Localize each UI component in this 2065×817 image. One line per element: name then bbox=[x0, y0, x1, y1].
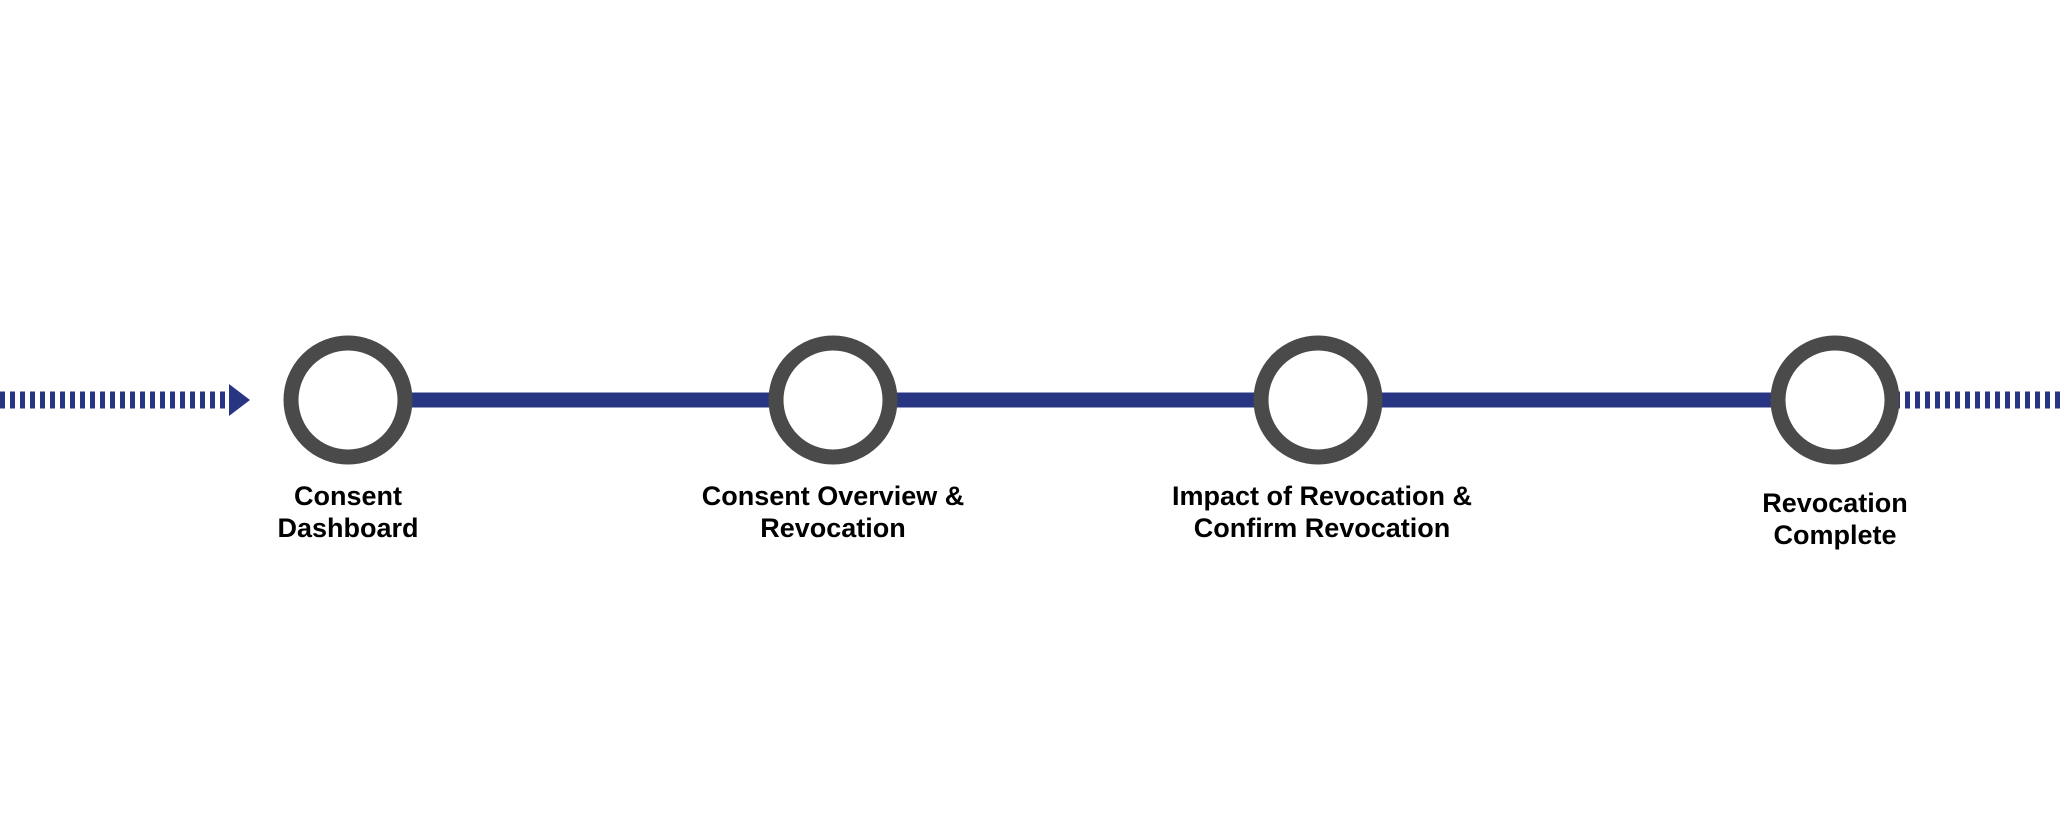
step-label-line1: Impact of Revocation & bbox=[1171, 481, 1473, 511]
step-node-1 bbox=[283, 335, 413, 465]
step-label-line2: Dashboard bbox=[277, 513, 419, 543]
step-node-2 bbox=[768, 335, 898, 465]
step-label-consent-overview: Consent Overview & Revocation bbox=[702, 480, 965, 544]
step-label-line2: Revocation bbox=[760, 513, 906, 543]
step-node-3 bbox=[1253, 335, 1383, 465]
step-label-line2: Confirm Revocation bbox=[1193, 513, 1451, 543]
step-label-revocation-complete: Revocation Complete bbox=[1762, 487, 1908, 551]
incoming-arrowhead-icon bbox=[229, 384, 250, 416]
step-label-impact-of-revocation: Impact of Revocation & Confirm Revocatio… bbox=[1172, 480, 1472, 544]
step-label-consent-dashboard: Consent Dashboard bbox=[277, 480, 418, 544]
step-label-line1: Consent Overview & bbox=[701, 481, 965, 511]
step-node-4 bbox=[1770, 335, 1900, 465]
step-label-line1: Consent bbox=[294, 481, 402, 511]
step-label-line2: Complete bbox=[1773, 520, 1897, 550]
step-label-line1: Revocation bbox=[1762, 488, 1908, 518]
